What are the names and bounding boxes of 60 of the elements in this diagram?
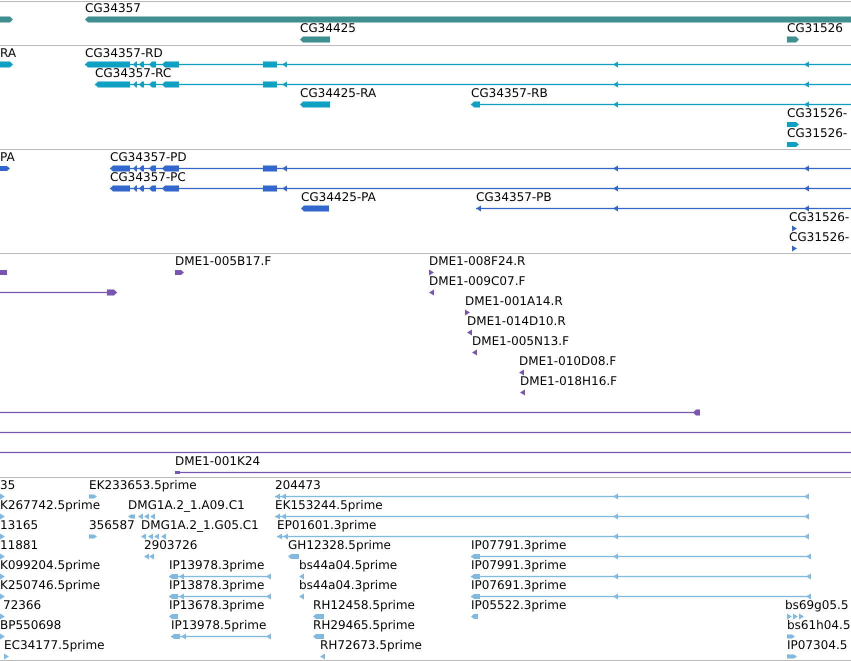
feature-label: IP07791.3prime	[471, 538, 566, 552]
feature-label: IP07304.5	[787, 638, 848, 652]
feature-label: K099204.5prime	[0, 558, 100, 572]
feature-label: 11881	[0, 538, 38, 552]
feature-label: PA	[0, 150, 15, 164]
feature-label: IP13678.3prime	[169, 598, 264, 612]
feature-label: DMG1A.2_1.G05.C1	[141, 518, 259, 532]
feature-label: CG34357-PC	[110, 170, 186, 184]
feature-label: GH12328.5prime	[288, 538, 391, 552]
feature-label: CG34357-RB	[471, 86, 548, 100]
feature-label: EK153244.5prime	[275, 498, 383, 512]
feature-label: bs44a04.3prime	[299, 578, 398, 592]
feature-label: 2903726	[144, 538, 198, 552]
feature-label: EP01601.3prime	[277, 518, 376, 532]
feature-label: bs44a04.5prime	[299, 558, 398, 572]
feature-label: 35	[0, 478, 16, 492]
feature-label: bs61h04.5	[787, 618, 850, 632]
feature-label: CG31526	[787, 21, 843, 35]
feature-label: IP13878.3prime	[169, 578, 264, 592]
feature-label: K267742.5prime	[0, 498, 100, 512]
feature-label: CG31526-	[787, 106, 848, 120]
feature-label: RA	[0, 46, 16, 60]
feature-label: 13165	[0, 518, 38, 532]
feature-label: EC34177.5prime	[4, 638, 105, 652]
feature-label: IP13978.5prime	[171, 618, 266, 632]
feature-label: CG34425-PA	[301, 190, 376, 204]
feature-label: CG31526-	[787, 126, 848, 140]
feature-label: CG34357-RC	[95, 66, 172, 80]
feature-label: CG31526-	[789, 210, 850, 224]
feature-label: RH29465.5prime	[313, 618, 415, 632]
feature-label: bs69g05.5	[785, 598, 848, 612]
feature-label: CG34425-RA	[300, 86, 376, 100]
feature-label: IP07691.3prime	[471, 578, 566, 592]
feature-label: 356587	[89, 518, 135, 532]
feature-label: DMG1A.2_1.A09.C1	[128, 498, 245, 512]
feature-label: CG34357	[85, 1, 141, 15]
feature-label: 204473	[275, 478, 321, 492]
feature-label: EK233653.5prime	[89, 478, 197, 492]
feature-label: DME1-005B17.F	[175, 254, 272, 268]
feature-label: DME1-005N13.F	[472, 334, 570, 348]
feature-label: CG34357-PB	[476, 190, 552, 204]
feature-label: DME1-009C07.F	[429, 274, 526, 288]
feature-label: DME1-010D08.F	[519, 354, 616, 368]
feature-label: IP13978.3prime	[169, 558, 264, 572]
feature-label: RH12458.5prime	[313, 598, 415, 612]
feature-label: RH72673.5prime	[320, 638, 422, 652]
feature-label: CG34357-PD	[110, 150, 187, 164]
feature-label: CG31526-	[789, 230, 850, 244]
feature-label: DME1-008F24.R	[429, 254, 526, 268]
feature-label: IP05522.3prime	[471, 598, 566, 612]
feature-label: CG34357-RD	[85, 46, 163, 60]
feature-label: DME1-001K24	[175, 454, 260, 468]
feature-label: BP550698	[0, 618, 62, 632]
feature-label: DME1-018H16.F	[520, 374, 618, 388]
feature-label: IP07991.3prime	[471, 558, 566, 572]
feature-label: DME1-014D10.R	[467, 314, 566, 328]
feature-label: DME1-001A14.R	[465, 294, 563, 308]
feature-label: 72366	[3, 598, 42, 612]
feature-label: K250746.5prime	[0, 578, 100, 592]
feature-label: CG34425	[300, 21, 356, 35]
